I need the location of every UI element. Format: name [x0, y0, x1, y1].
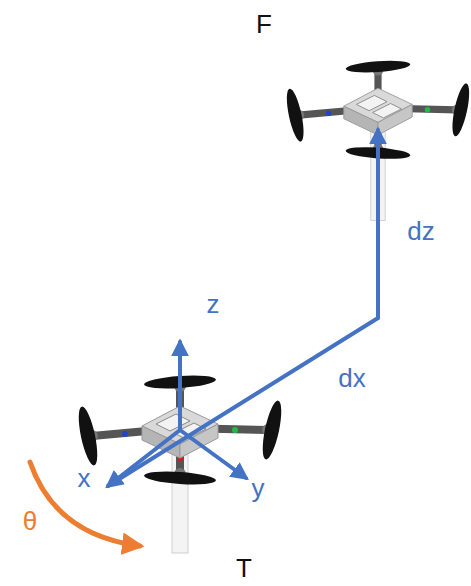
point-label: T [236, 554, 252, 583]
dz-vector [376, 130, 380, 318]
axis-label: z [207, 290, 220, 319]
point-label: F [256, 10, 272, 39]
axis-label: y [252, 474, 265, 503]
angle-label: θ [23, 507, 37, 536]
axis-label: x [78, 464, 91, 493]
yaw-arrow [30, 462, 140, 546]
offset-label: dz [407, 217, 434, 246]
offset-label: dx [338, 364, 365, 393]
z-axis [178, 342, 182, 430]
dx-vector [108, 318, 378, 486]
